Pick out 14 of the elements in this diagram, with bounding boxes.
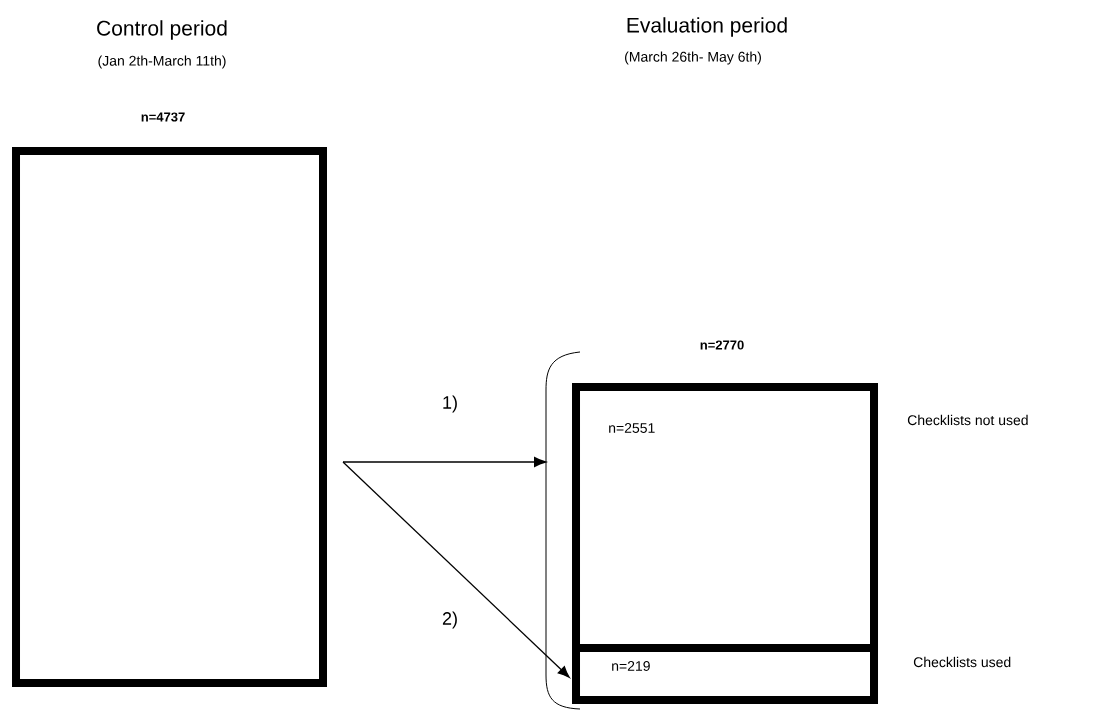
date-range: (March 26th- May 6th): [625, 51, 761, 65]
edge-label: 1): [441, 394, 459, 414]
arrow: [342, 461, 570, 678]
count-label: n=2770: [700, 340, 744, 350]
period-heading: Evaluation period: [627, 17, 787, 37]
period-heading: Control period: [97, 20, 227, 40]
edge-label: 2): [441, 610, 459, 630]
count-label: n=2551: [609, 423, 655, 433]
group-label: Checklists used: [913, 656, 1011, 668]
count-label: n=219: [612, 661, 650, 671]
arrow: [342, 457, 547, 467]
date-range: (Jan 2th-March 11th): [98, 55, 226, 69]
group-label: Checklists not used: [907, 414, 1028, 426]
count-label: n=4737: [141, 112, 185, 122]
